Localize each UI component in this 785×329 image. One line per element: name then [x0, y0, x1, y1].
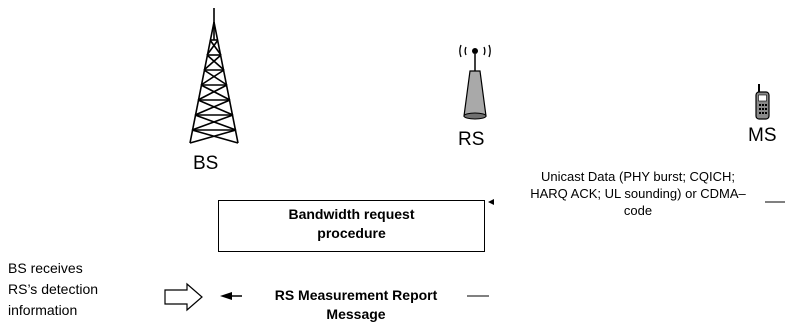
unicast-line-3: code	[623, 203, 653, 218]
ms-label: MS	[748, 125, 777, 146]
bandwidth-request-box	[218, 200, 485, 252]
unicast-arrow	[488, 199, 494, 205]
bandwidth-request-line-1: Bandwidth request	[288, 206, 415, 222]
rs-measurement-report-text: RS Measurement Report Message	[236, 286, 476, 324]
annotation-line-3: information	[8, 302, 78, 318]
rs-measurement-arrow	[220, 292, 242, 300]
unicast-line-1: Unicast Data (PHY burst; CQICH;	[540, 169, 736, 184]
unicast-line-2: HARQ ACK; UL sounding) or CDMA–	[530, 186, 746, 201]
bs-label: BS	[193, 153, 219, 174]
unicast-message-text: Unicast Data (PHY burst; CQICH; HARQ ACK…	[488, 168, 785, 219]
annotation-line-2: RS’s detection	[8, 281, 99, 297]
rs-label: RS	[458, 129, 485, 150]
bandwidth-request-line-2: procedure	[317, 225, 386, 241]
bs-receives-annotation: BS receives RS’s detection information	[8, 258, 98, 321]
cell-tower-icon	[189, 8, 239, 144]
relay-station-antenna-icon	[459, 44, 491, 120]
hollow-right-arrow-icon	[164, 282, 203, 312]
annotation-line-1: BS receives	[8, 260, 83, 276]
rs-measurement-line-1: RS Measurement Report	[274, 287, 438, 303]
rs-measurement-line-2: Message	[326, 306, 386, 322]
bandwidth-request-text: Bandwidth request procedure	[218, 205, 485, 243]
mobile-phone-icon	[755, 84, 770, 120]
